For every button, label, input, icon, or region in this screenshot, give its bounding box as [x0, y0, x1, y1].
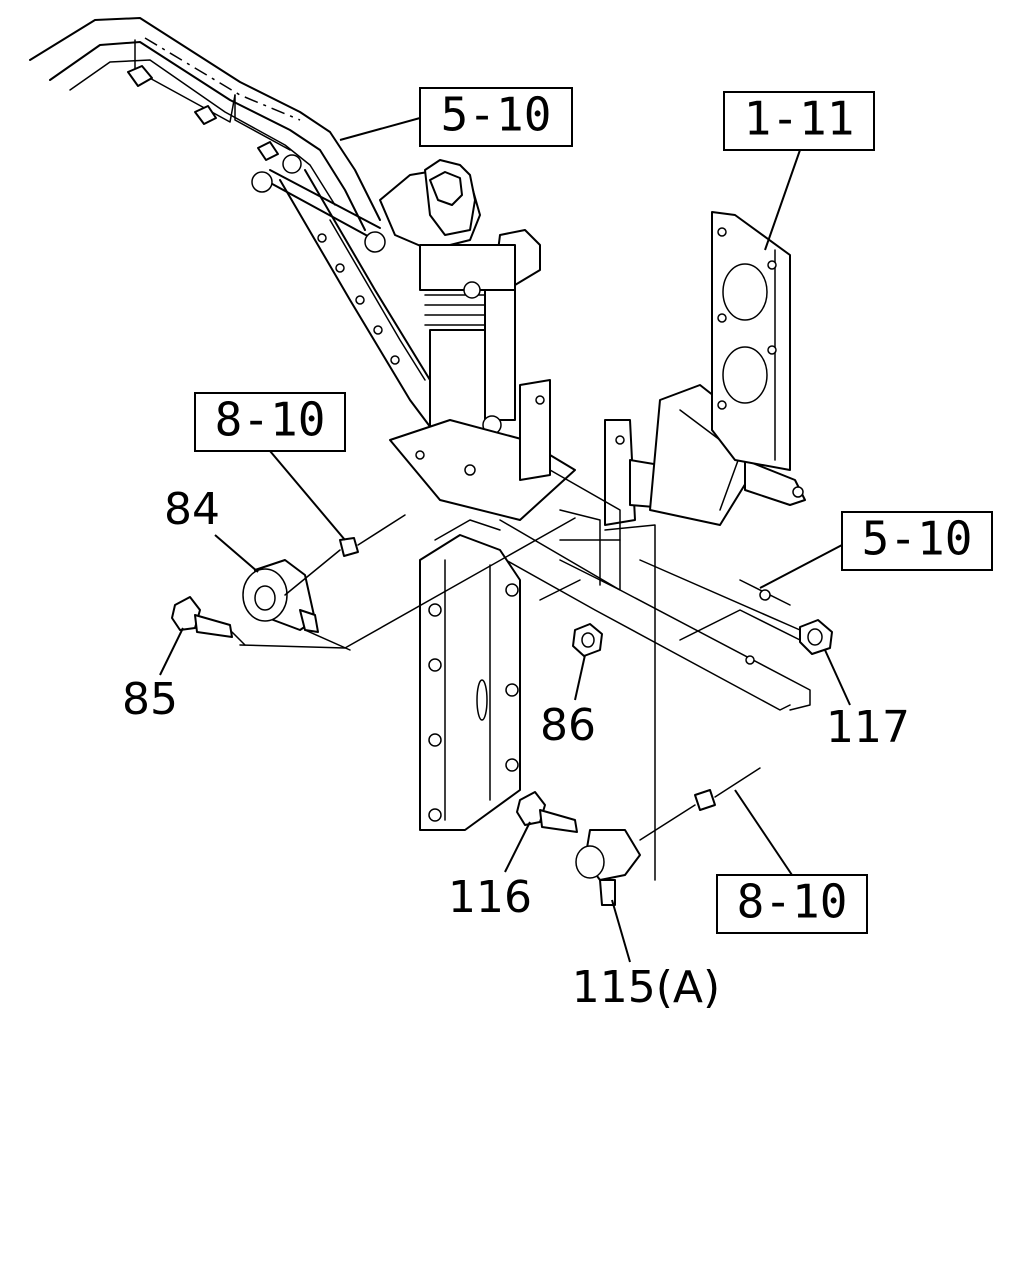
leader-116	[504, 821, 531, 873]
part-number-84: 84	[164, 484, 220, 535]
leader-8-10-left	[269, 450, 346, 541]
ref-box-8-10-bottom[interactable]: 8-10	[716, 874, 868, 934]
part-85-bolt	[171, 596, 246, 646]
ref-box-5-10-top[interactable]: 5-10	[419, 87, 573, 147]
part-number-85: 85	[122, 674, 178, 725]
ref-box-8-10-left[interactable]: 8-10	[194, 392, 346, 452]
leader-5-10-top	[339, 117, 421, 141]
lower-stay	[419, 519, 521, 831]
leader-85	[159, 627, 184, 676]
shock-absorber	[379, 159, 541, 441]
leader-8-10-bottom	[734, 789, 793, 876]
part-116-bolt	[516, 791, 578, 833]
ref-box-5-10-right[interactable]: 5-10	[841, 511, 993, 571]
part-84-sensor	[242, 514, 406, 633]
leader-84	[214, 534, 259, 573]
leader-5-10-right	[759, 544, 843, 589]
assembly-lines	[239, 517, 801, 881]
leader-117	[824, 649, 851, 706]
leader-115a	[611, 899, 631, 963]
lower-plate	[469, 519, 811, 711]
part-86-nut	[572, 623, 603, 657]
part-number-115a: 115(A)	[572, 962, 720, 1013]
part-117-nut	[799, 619, 833, 655]
part-115a-sensor	[575, 767, 761, 906]
leader-1-11	[764, 149, 801, 251]
ref-label-8-10-bottom: 8-10	[737, 875, 848, 929]
ref-label-5-10-right: 5-10	[862, 512, 973, 566]
part-number-117: 117	[826, 702, 910, 753]
ref-label-5-10-top: 5-10	[441, 88, 552, 142]
upper-frame-rail	[29, 17, 381, 231]
vertical-plate	[711, 211, 791, 471]
ref-label-8-10-left: 8-10	[215, 393, 326, 447]
leader-86	[574, 654, 586, 701]
part-number-86: 86	[540, 700, 596, 751]
ref-box-1-11[interactable]: 1-11	[723, 91, 875, 151]
cross-rod	[251, 154, 386, 253]
part-number-116: 116	[448, 872, 532, 923]
ref-label-1-11: 1-11	[744, 92, 855, 146]
